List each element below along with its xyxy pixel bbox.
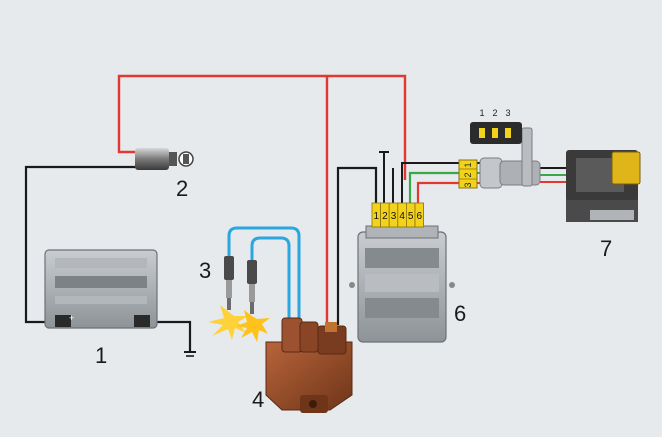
- ecu-pin: [414, 202, 425, 228]
- ground-icon: [184, 351, 196, 357]
- ignition-coil-icon: [265, 317, 353, 413]
- label-ecu: 6: [454, 301, 466, 326]
- sensor-plug-pin-label: 3: [463, 182, 473, 187]
- label-ignition-coil: 4: [252, 387, 264, 412]
- sensor-plug-pin-label: 1: [463, 162, 473, 167]
- label-battery: 1: [95, 343, 107, 368]
- wire-ht-leads: [227, 226, 301, 325]
- label-ignition-switch: 2: [176, 176, 188, 201]
- ecu-pin-label: 3: [391, 211, 397, 222]
- ecu-pin-label: 4: [399, 211, 405, 222]
- sensor-plug-pin-label: 2: [463, 172, 473, 177]
- sensor-plug: [458, 159, 478, 189]
- battery-icon: +: [44, 249, 158, 329]
- ecu-pin-label: 5: [408, 211, 414, 222]
- label-spark-plugs: 3: [199, 258, 211, 283]
- ecu-pin-label: 6: [417, 211, 423, 222]
- ecu-pin-label: 2: [382, 211, 388, 222]
- connector-pin-header: [470, 122, 522, 144]
- label-crank-sensor: 7: [600, 236, 612, 261]
- ecu-pin-label: 1: [374, 211, 380, 222]
- ignition-switch-icon: [135, 148, 194, 170]
- spark-icon: [208, 305, 270, 342]
- wire-battery-to-switch: [24, 165, 137, 324]
- sensor-icon: [566, 150, 641, 222]
- header-pin-label: 3: [505, 108, 510, 118]
- connector-body: [479, 127, 541, 189]
- wire-red-supply: [117, 74, 407, 328]
- wire-black-ecu: [336, 151, 394, 325]
- ecu-icon: [349, 225, 455, 343]
- wire-battery-ground: [150, 320, 192, 352]
- header-pin-label: 1: [479, 108, 484, 118]
- spark-plug-icon: [224, 256, 257, 314]
- header-pin-label: 2: [492, 108, 497, 118]
- svg-text:+: +: [69, 313, 74, 323]
